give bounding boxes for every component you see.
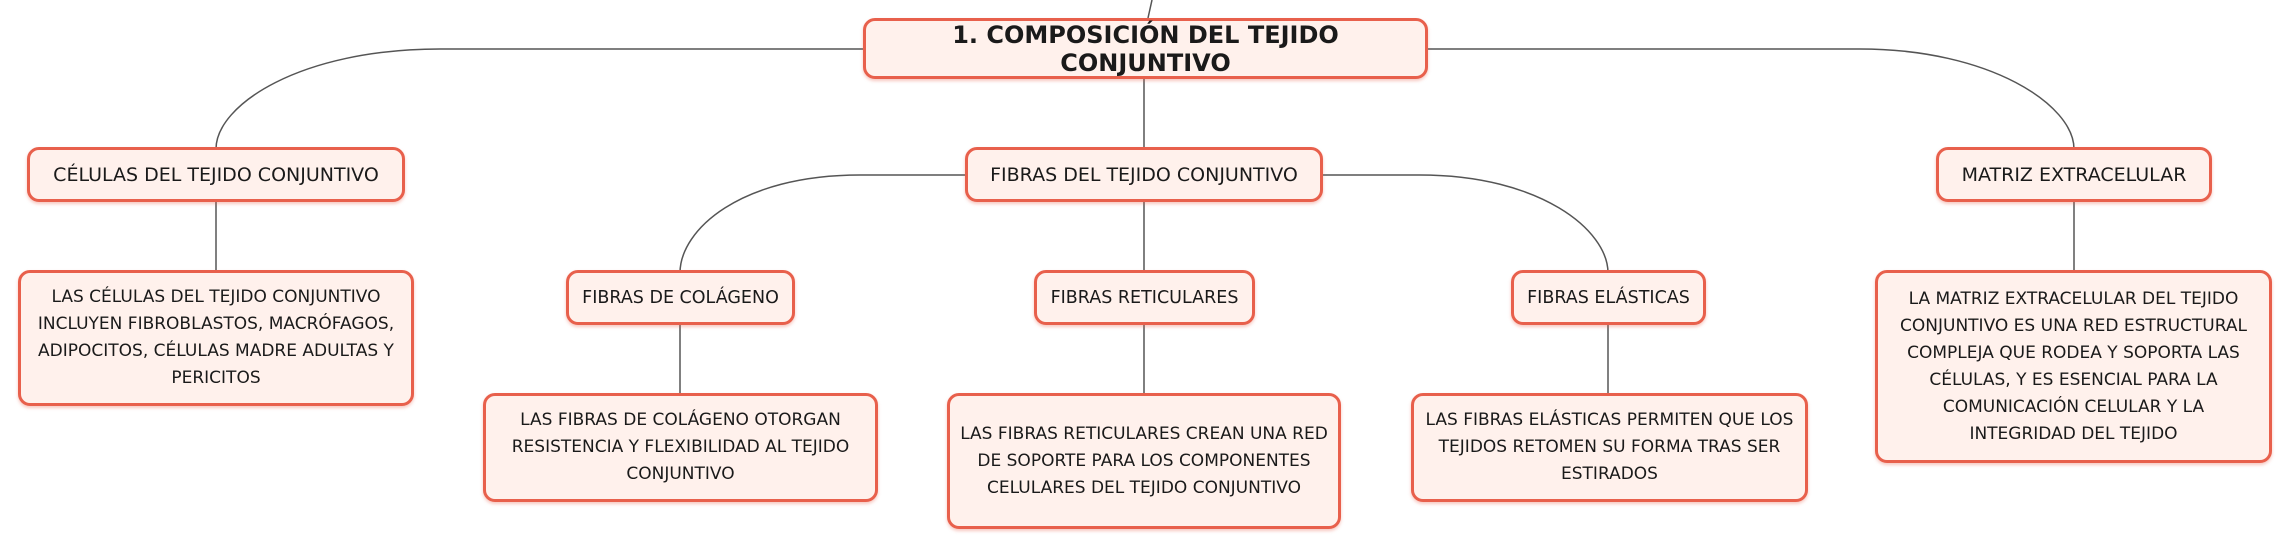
branch-node-fibers[interactable]: FIBRAS DEL TEJIDO CONJUNTIVO — [965, 147, 1323, 202]
connector-fibers-to-elastic — [1323, 174, 1609, 274]
collagen-description-text: LAS FIBRAS DE COLÁGENO OTORGAN RESISTENC… — [511, 410, 850, 484]
cells-description-node[interactable]: LAS CÉLULAS DEL TEJIDO CONJUNTIVO INCLUY… — [18, 270, 414, 406]
root-node[interactable]: 1. COMPOSICIÓN DEL TEJIDO CONJUNTIVO — [863, 18, 1428, 79]
elastic-description-text: LAS FIBRAS ELÁSTICAS PERMITEN QUE LOS TE… — [1425, 410, 1794, 484]
fiber-node-collagen[interactable]: FIBRAS DE COLÁGENO — [566, 270, 795, 325]
fiber-node-reticular-label: FIBRAS RETICULARES — [1050, 287, 1239, 308]
collagen-description-node[interactable]: LAS FIBRAS DE COLÁGENO OTORGAN RESISTENC… — [483, 393, 878, 502]
connector-root-to-cells — [215, 48, 865, 150]
fiber-node-elastic-label: FIBRAS ELÁSTICAS — [1527, 287, 1690, 308]
branch-node-cells-label: CÉLULAS DEL TEJIDO CONJUNTIVO — [53, 163, 379, 186]
branch-node-fibers-label: FIBRAS DEL TEJIDO CONJUNTIVO — [990, 163, 1298, 186]
branch-node-matrix-label: MATRIZ EXTRACELULAR — [1961, 163, 2187, 186]
fiber-node-reticular[interactable]: FIBRAS RETICULARES — [1034, 270, 1255, 325]
fiber-node-elastic[interactable]: FIBRAS ELÁSTICAS — [1511, 270, 1706, 325]
connector-fibers-to-collagen — [679, 174, 967, 274]
cells-description-text: LAS CÉLULAS DEL TEJIDO CONJUNTIVO INCLUY… — [37, 287, 395, 388]
connector-parent-top — [1147, 0, 1153, 19]
branch-node-cells[interactable]: CÉLULAS DEL TEJIDO CONJUNTIVO — [27, 147, 405, 202]
matrix-description-node[interactable]: LA MATRIZ EXTRACELULAR DEL TEJIDO CONJUN… — [1875, 270, 2272, 463]
elastic-description-node[interactable]: LAS FIBRAS ELÁSTICAS PERMITEN QUE LOS TE… — [1411, 393, 1808, 502]
connector-root-to-matrix — [1428, 48, 2075, 150]
branch-node-matrix[interactable]: MATRIZ EXTRACELULAR — [1936, 147, 2212, 202]
reticular-description-node[interactable]: LAS FIBRAS RETICULARES CREAN UNA RED DE … — [947, 393, 1341, 529]
matrix-description-text: LA MATRIZ EXTRACELULAR DEL TEJIDO CONJUN… — [1900, 288, 2247, 444]
fiber-node-collagen-label: FIBRAS DE COLÁGENO — [582, 287, 779, 308]
root-node-label: 1. COMPOSICIÓN DEL TEJIDO CONJUNTIVO — [952, 20, 1339, 77]
reticular-description-text: LAS FIBRAS RETICULARES CREAN UNA RED DE … — [960, 423, 1328, 498]
